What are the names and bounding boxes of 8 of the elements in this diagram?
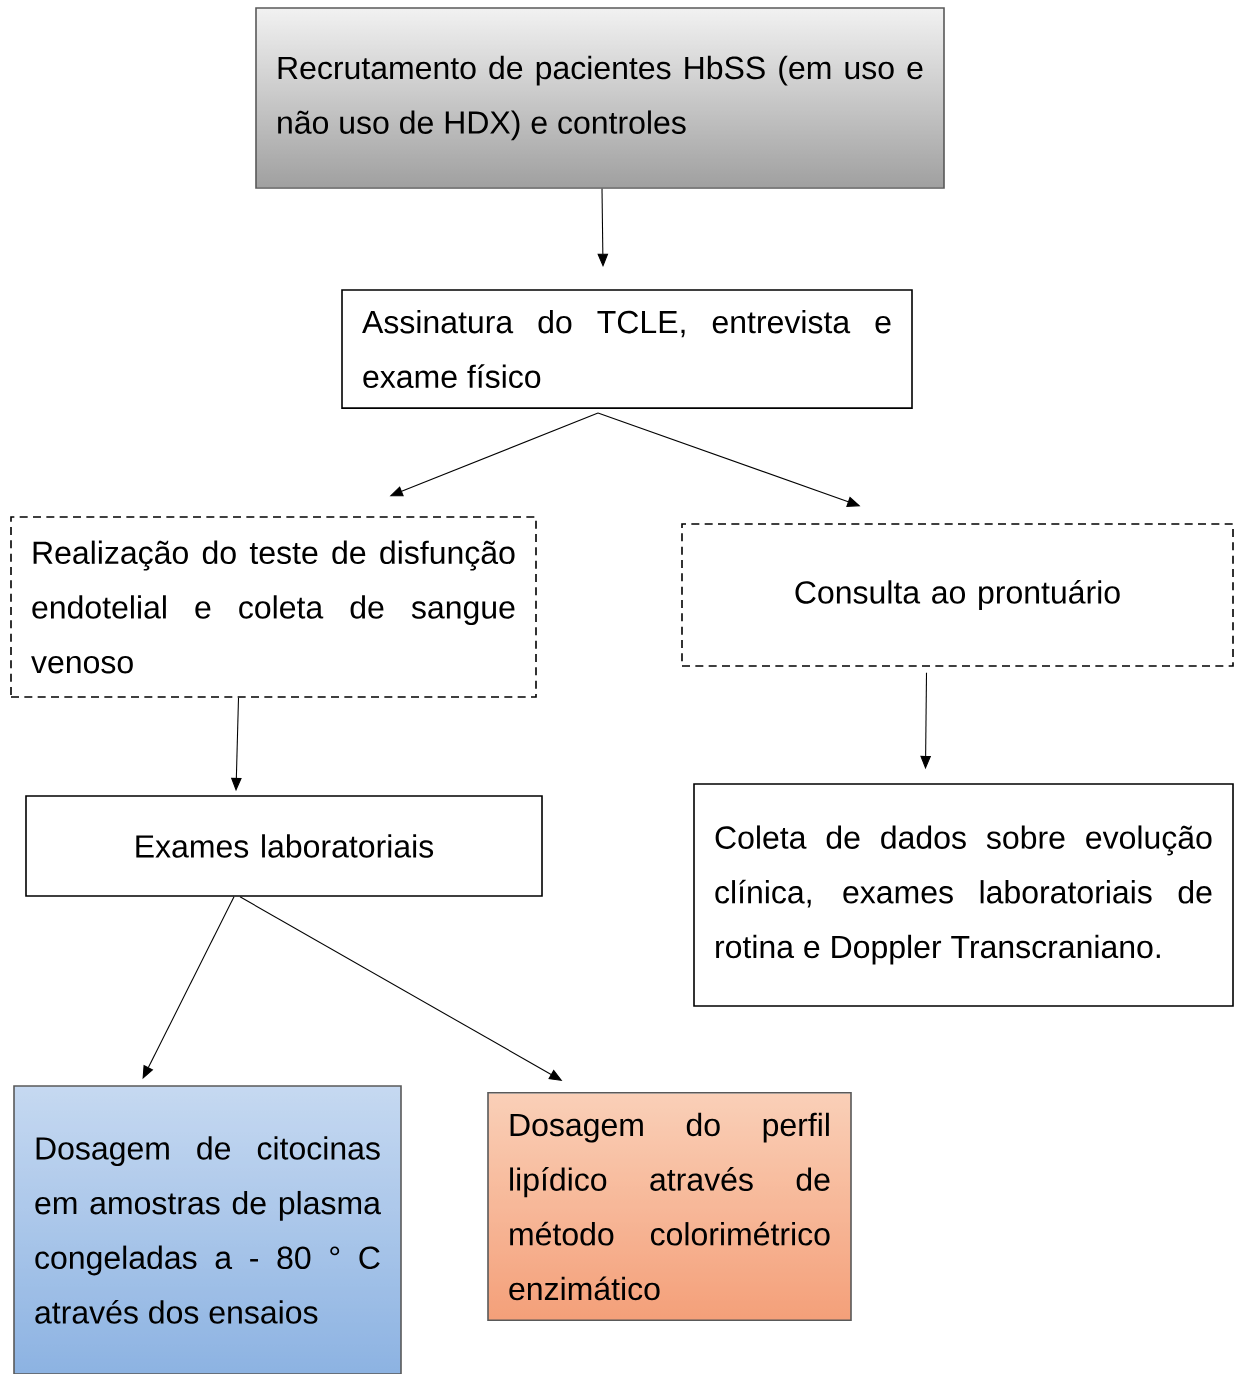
process-box: Consulta ao prontuário (681, 523, 1234, 667)
process-box: Exames laboratoriais (25, 795, 543, 897)
process-box: Recrutamento de pacientes HbSS (em uso e não uso de HDX) e controles (255, 7, 945, 189)
process-box: Dosagem de citocinas em amostras de plasma congeladas a - 80 ° C através dos ensaios (13, 1085, 402, 1374)
process-box: Dosagem do perfil lipídico através de método colorimétrico enzimático (487, 1091, 852, 1322)
process-box: Coleta de dados sobre evolução clínica, exames laboratoriais de rotina e Doppler Transcraniano. (693, 783, 1234, 1007)
process-box: Assinatura do TCLE, entrevista e exame físico (341, 289, 913, 409)
process-box: Realização do teste de disfunção endotelial e coleta de sangue venoso (10, 516, 537, 698)
